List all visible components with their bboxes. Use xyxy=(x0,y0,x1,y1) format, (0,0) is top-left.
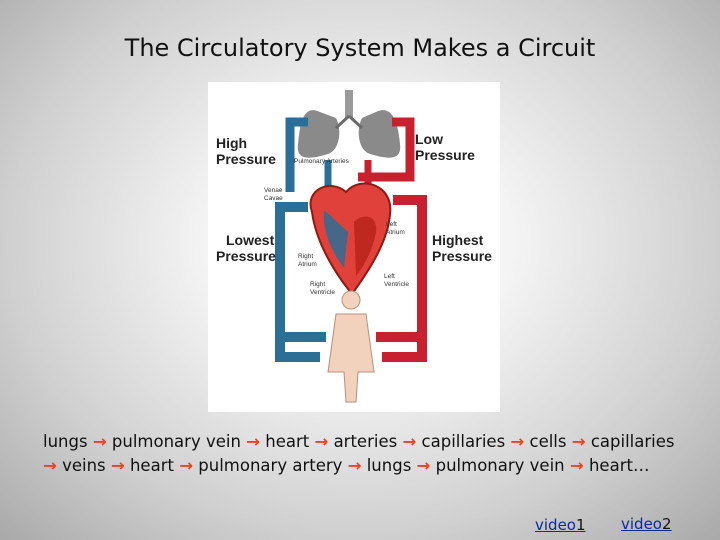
left-ventricle-label: Left xyxy=(384,273,395,280)
right-atrium-label: Right xyxy=(298,253,313,260)
arrow-icon: → xyxy=(179,456,194,475)
video1-link-text: video xyxy=(535,516,576,534)
arrow-icon: → xyxy=(402,432,417,451)
arrow-icon: → xyxy=(314,432,329,451)
caption-step: capillaries xyxy=(421,432,506,451)
arrow-icon: → xyxy=(571,432,586,451)
pulmonary-arteries-label: Pulmonary Arteries xyxy=(294,158,350,165)
caption-step: capillaries xyxy=(590,432,675,451)
lowest-pressure-label: Lowest xyxy=(226,232,275,248)
arrow-icon: → xyxy=(416,456,431,475)
caption-step: pulmonary vein xyxy=(435,456,565,475)
left-ventricle-label-2: Ventricle xyxy=(384,281,409,288)
video2-link-num: 2 xyxy=(661,515,672,533)
heart-illustration xyxy=(309,182,392,296)
left-atrium-label: Left xyxy=(386,221,397,228)
caption-step: lungs xyxy=(43,432,88,451)
right-ventricle-label: Right xyxy=(310,281,325,288)
video2-link-text: video xyxy=(621,515,662,533)
right-atrium-label-2: Atrium xyxy=(298,261,317,268)
caption-step: pulmonary artery xyxy=(198,456,343,475)
arrow-icon: → xyxy=(43,456,57,475)
pulmonary-circuit xyxy=(285,117,415,194)
circulatory-diagram: High Pressure Low Pressure Lowest Pressu… xyxy=(208,82,500,412)
systemic-circuit xyxy=(275,195,427,362)
venae-cavae-label-2: Cavae xyxy=(264,195,283,202)
highest-pressure-label-2: Pressure xyxy=(432,248,492,264)
caption-step: arteries xyxy=(333,432,398,451)
arrow-icon: → xyxy=(569,456,584,475)
venae-cavae-label: Venae xyxy=(264,187,283,194)
caption-step: veins xyxy=(62,456,106,475)
high-pressure-label: High xyxy=(216,135,247,151)
arrow-icon: → xyxy=(347,456,362,475)
caption-step: heart… xyxy=(588,456,650,475)
arrow-icon: → xyxy=(110,456,125,475)
caption-step: lungs xyxy=(366,456,412,475)
slide-title: The Circulatory System Makes a Circuit xyxy=(124,34,596,62)
highest-pressure-label: Highest xyxy=(432,232,484,248)
high-pressure-label-2: Pressure xyxy=(216,151,276,167)
human-body-illustration xyxy=(327,290,375,403)
circuit-caption: lungs → pulmonary vein → heart → arterie… xyxy=(43,430,683,478)
low-pressure-label-2: Pressure xyxy=(415,147,475,163)
video2-link[interactable]: video2 xyxy=(621,515,672,533)
caption-step: pulmonary vein xyxy=(111,432,241,451)
video1-link-num: 1 xyxy=(575,516,586,534)
caption-step: heart xyxy=(265,432,310,451)
arrow-icon: → xyxy=(92,432,107,451)
video1-link[interactable]: video1 xyxy=(535,516,586,534)
caption-step: cells xyxy=(529,432,567,451)
right-ventricle-label-2: Ventricle xyxy=(310,289,335,296)
caption-step: heart xyxy=(129,456,174,475)
circulatory-diagram-svg: High Pressure Low Pressure Lowest Pressu… xyxy=(216,90,492,403)
left-atrium-label-2: Atrium xyxy=(386,229,405,236)
low-pressure-label: Low xyxy=(415,131,443,147)
arrow-icon: → xyxy=(510,432,525,451)
lungs-illustration xyxy=(297,90,401,158)
diagram-labels: High Pressure Low Pressure Lowest Pressu… xyxy=(216,131,492,296)
arrow-icon: → xyxy=(246,432,260,451)
lowest-pressure-label-2: Pressure xyxy=(216,248,276,264)
